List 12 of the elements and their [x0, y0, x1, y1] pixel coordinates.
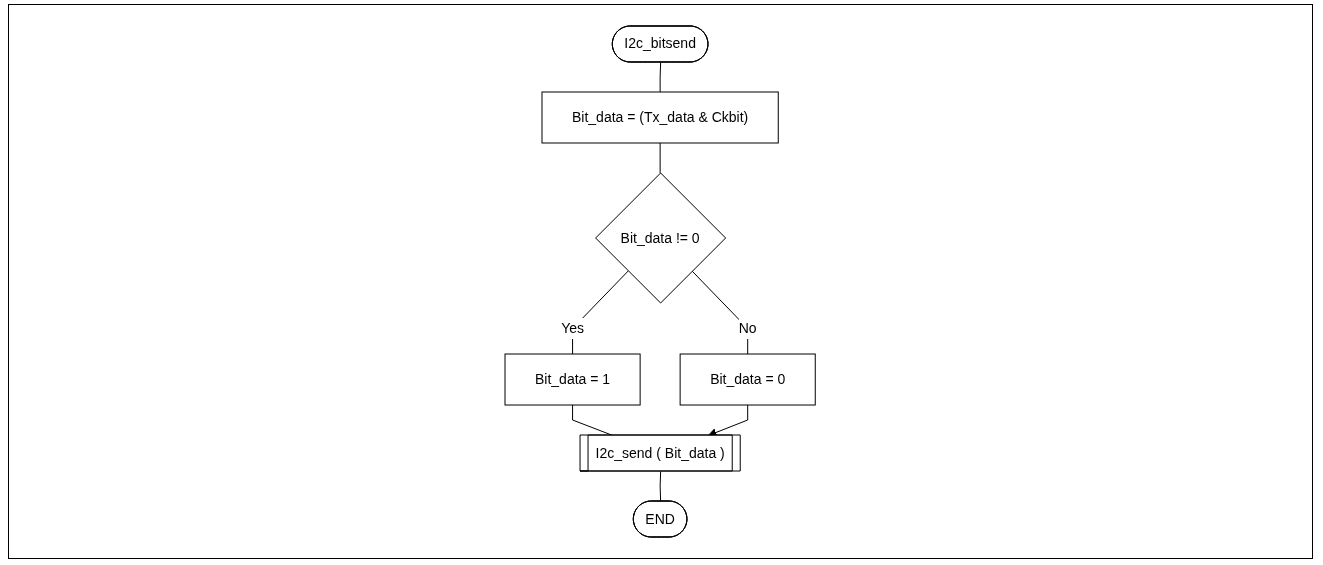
node-diamond: Bit_data != 0 — [595, 172, 727, 304]
connector — [691, 270, 749, 355]
connector — [660, 142, 661, 174]
edge-label: Yes — [561, 320, 585, 337]
connector — [660, 471, 662, 502]
connector — [660, 62, 662, 93]
connector — [572, 270, 630, 355]
node-box: Bit_data = (Tx_data & Ckbit) — [541, 91, 780, 144]
node-box: Bit_data = 0 — [680, 353, 817, 406]
arrow — [708, 404, 749, 437]
edge-label: No — [739, 320, 758, 337]
node-box: Bit_data = 1 — [504, 353, 641, 406]
